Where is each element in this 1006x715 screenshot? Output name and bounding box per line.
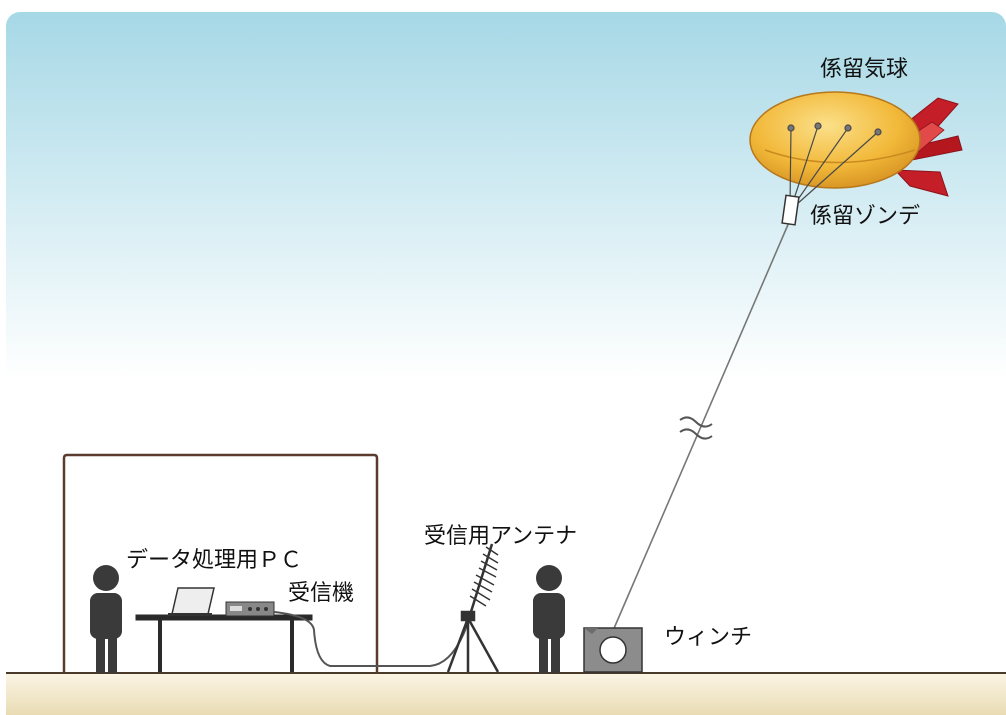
cable-break-mark [679,416,713,428]
laptop-pc [168,587,215,616]
cable-break-mark-2 [679,428,713,440]
sonde-label: 係留ゾンデ [810,204,921,229]
signal-cable [273,611,467,667]
shelter-building [62,453,379,673]
sky-background [6,12,1006,680]
balloon-seam [764,149,916,164]
pc-label: データ処理用ＰＣ [126,548,303,573]
balloon-rigging [787,122,882,206]
receiver-label: 受信機 [288,581,355,606]
ground [6,672,1006,715]
tethered-sonde [781,194,800,226]
receiver-unit [225,601,275,617]
table [135,614,313,672]
pc-operator-person [90,565,122,673]
balloon-label: 係留気球 [820,57,909,82]
winch-label: ウィンチ [664,625,753,650]
antenna-tripod [446,610,500,673]
antenna-label: 受信用アンテナ [424,524,578,549]
tethered-balloon [749,91,921,189]
winch [583,627,643,673]
field-operator-person [533,565,565,673]
